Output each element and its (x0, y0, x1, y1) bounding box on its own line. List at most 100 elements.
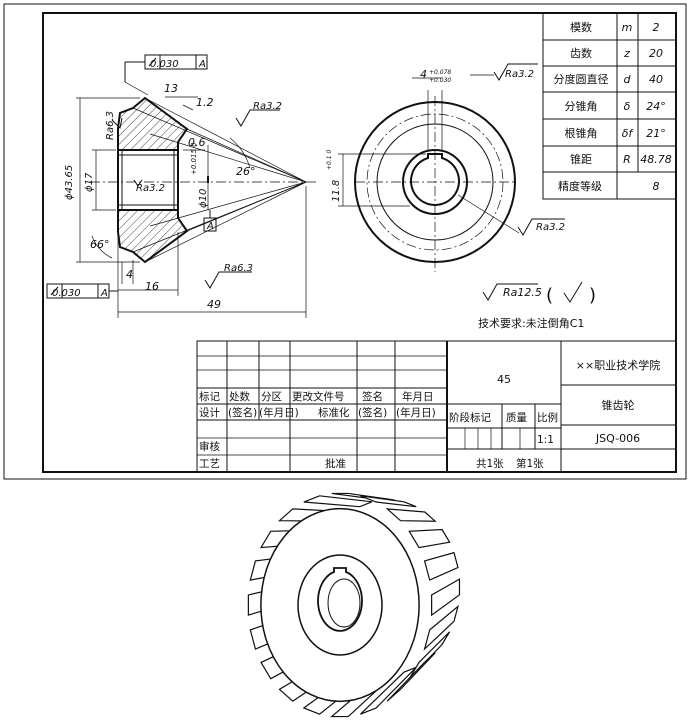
paren-close: ) (589, 285, 596, 306)
param-value-module: 2 (653, 21, 660, 34)
tb-count: 处数 (229, 390, 250, 403)
param-label-root-angle: 根锥角 (565, 126, 598, 140)
tb-stage-mark: 阶段标记 (449, 411, 491, 424)
param-symbol-module: m (622, 21, 633, 34)
gear-bore (317, 567, 363, 632)
paren-open: ( (546, 285, 553, 306)
param-symbol-pitch-angle: δ (624, 100, 631, 113)
tech-requirement: 技术要求:未注倒角C1 (478, 316, 584, 330)
sheet-outer-border (3, 3, 687, 480)
param-label-cone-distance: 锥距 (570, 153, 592, 166)
runout-top-value: 0.030 (150, 59, 179, 70)
gear-tooth (360, 495, 417, 508)
tb-scale-label: 比例 (537, 411, 558, 424)
tb-process: 工艺 (199, 458, 220, 470)
gear-tooth (385, 508, 437, 522)
gear-tooth (386, 652, 436, 702)
dim-13: 13 (164, 82, 178, 95)
param-symbol-root-angle: δf (622, 127, 635, 140)
dim-49: 49 (207, 298, 221, 311)
param-value-pitch-angle: 24° (646, 100, 666, 113)
tb-scale: 1:1 (537, 434, 554, 446)
keyed-bore (410, 153, 460, 206)
param-label-teeth: 齿数 (570, 47, 592, 60)
key-tol-upper: +0.078 (429, 69, 451, 76)
tb-weight: 质量 (506, 412, 527, 424)
ra-right-bottom: Ra3.2 (536, 222, 565, 233)
dim-1-2: 1.2 (196, 96, 214, 109)
parameter-table: 模数 m 2 齿数 z 20 分度圆直径 d 40 分锥角 δ 24° 根锥角 … (542, 12, 677, 200)
tb-standard-sign: (签名) (358, 406, 387, 419)
hatch-lower (118, 210, 187, 262)
param-value-teeth: 20 (649, 47, 663, 60)
gear-tooth (408, 528, 451, 549)
tb-zone: 分区 (261, 391, 282, 403)
tb-sign: 签名 (362, 390, 383, 403)
runout-top-datum: A (198, 59, 206, 70)
gear-tooth (423, 604, 460, 651)
param-value-pitch-dia: 40 (649, 73, 663, 86)
param-value-root-angle: 21° (646, 127, 666, 140)
param-label-pitch-dia: 分度圆直径 (554, 72, 609, 86)
section-view (46, 54, 316, 318)
tb-date: 年月日 (402, 390, 434, 403)
gear-hub (297, 554, 383, 656)
tb-part-name: 锥齿轮 (602, 398, 635, 412)
dim-phi-10-tol: +0.015 0 (190, 142, 198, 175)
gear-tooth (431, 578, 461, 617)
gear-3d-illustration (247, 492, 461, 718)
angle-66: 66° (90, 238, 110, 251)
datum-label: A (206, 221, 214, 232)
param-symbol-cone-distance: R (623, 153, 631, 166)
ra-bottom: Ra6.3 (224, 263, 253, 274)
tb-drawing-no: JSQ-006 (595, 432, 640, 445)
tb-sheet-no: 第1张 (516, 457, 544, 470)
gear-tooth (423, 551, 459, 581)
param-value-accuracy: 8 (653, 180, 660, 193)
end-view (338, 63, 565, 272)
param-symbol-teeth: z (623, 47, 630, 60)
tb-standard: 标准化 (318, 406, 350, 419)
tb-mark: 标记 (199, 391, 220, 403)
tb-design-date: (年月日) (259, 406, 299, 419)
tb-standard-date: (年月日) (396, 406, 436, 419)
gear-face (260, 507, 420, 703)
gear-tooth (303, 495, 373, 508)
ra-right-top: Ra3.2 (505, 69, 534, 80)
tb-sheets: 共1张 (476, 458, 504, 470)
ra-bore: Ra3.2 (136, 183, 165, 194)
dim-4: 4 (126, 268, 133, 281)
gear-tooth (360, 666, 417, 715)
tb-approve: 批准 (325, 457, 346, 470)
dim-phi-17: ϕ17 (84, 172, 95, 192)
runout-bottom-value: 0.030 (52, 288, 81, 299)
tb-change-doc: 更改文件号 (292, 390, 345, 403)
param-symbol-pitch-dia: d (624, 73, 632, 86)
check-mark (563, 281, 583, 303)
param-label-module: 模数 (570, 21, 592, 34)
angle-26: 26° (236, 165, 256, 178)
tb-material: 45 (497, 373, 511, 386)
tb-review: 审核 (199, 440, 220, 453)
dim-phi-43-65: ϕ43.65 (64, 165, 75, 200)
default-roughness: Ra12.5 (503, 286, 542, 299)
title-block (196, 340, 677, 473)
runout-bottom-datum: A (100, 288, 108, 299)
dim-16: 16 (145, 280, 159, 293)
key-tol-lower: +0.030 (429, 77, 451, 84)
ra-top: Ra3.2 (253, 101, 282, 112)
param-value-cone-distance: 48.78 (640, 153, 672, 166)
key-width: 4 (420, 68, 427, 81)
tb-design-sign: (签名) (228, 406, 257, 419)
tb-design: 设计 (199, 406, 220, 419)
gear-bore-inner (327, 578, 361, 628)
dim-0-6: 0.6 (188, 136, 206, 149)
ra-left: Ra6.3 (105, 111, 116, 140)
param-label-accuracy: 精度等级 (558, 179, 602, 193)
hatch-upper (118, 98, 187, 150)
tb-school: ××职业技术学院 (576, 358, 660, 372)
dim-phi-10: ϕ10 (198, 189, 209, 208)
key-depth: 11.8 (331, 180, 342, 202)
param-label-pitch-angle: 分锥角 (565, 100, 598, 113)
